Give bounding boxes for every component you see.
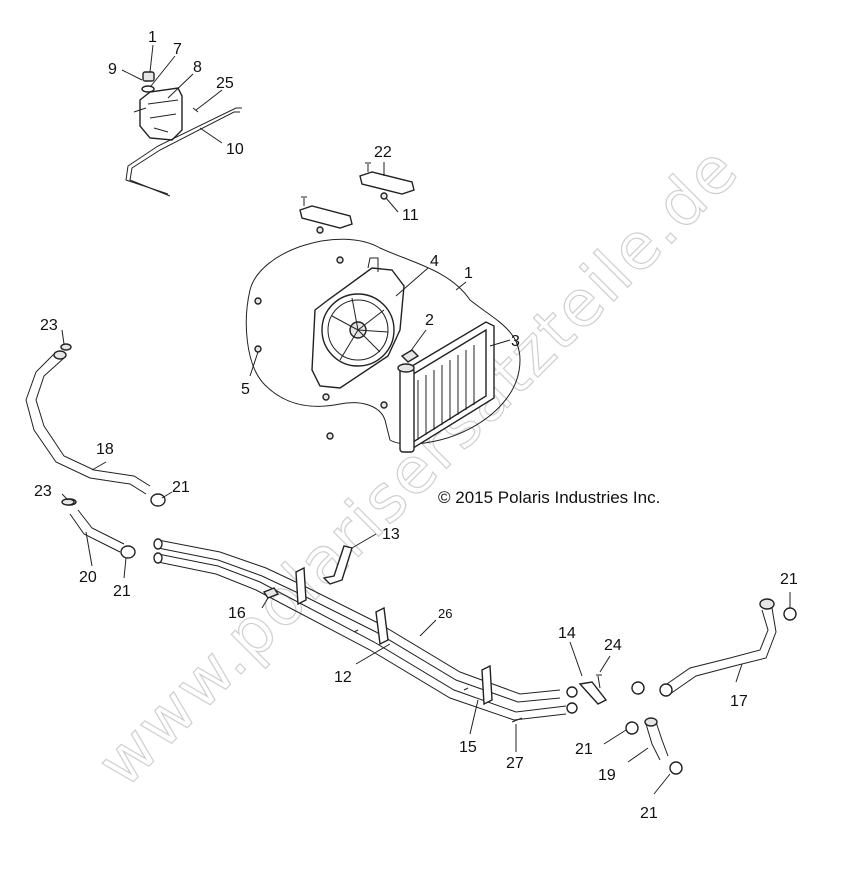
clamp-23-lower bbox=[61, 498, 75, 506]
callout-23-lower: 23 bbox=[34, 483, 52, 500]
screw-25 bbox=[192, 103, 205, 113]
upper-bracket-22 bbox=[359, 162, 415, 200]
callout-5: 5 bbox=[241, 381, 250, 398]
callout-6: 1 bbox=[148, 29, 157, 46]
callout-1: 1 bbox=[464, 265, 473, 282]
callout-20: 20 bbox=[79, 569, 97, 586]
coolant-tubes bbox=[153, 538, 578, 721]
hose-20 bbox=[63, 498, 136, 559]
clamp-21-hose17-start bbox=[631, 681, 645, 695]
screw-27 bbox=[511, 717, 523, 723]
screw-24 bbox=[596, 674, 602, 689]
callout-13: 13 bbox=[382, 526, 400, 543]
callout-3: 3 bbox=[511, 333, 520, 350]
overflow-hose bbox=[125, 107, 242, 197]
clamp-21-hose17-end bbox=[783, 607, 797, 621]
callout-12: 12 bbox=[334, 669, 352, 686]
callout-21-left-upper: 21 bbox=[172, 479, 190, 496]
callout-10: 10 bbox=[226, 141, 244, 158]
callout-9: 9 bbox=[108, 61, 117, 78]
callout-21-right-top: 21 bbox=[780, 571, 798, 588]
clamp-21-hose19-top bbox=[625, 721, 639, 735]
callout-25: 25 bbox=[216, 75, 234, 92]
hose-19 bbox=[644, 717, 669, 761]
callout-16: 16 bbox=[228, 605, 246, 622]
callout-8: 8 bbox=[193, 59, 202, 76]
clamp-16 bbox=[262, 587, 280, 599]
callout-19: 19 bbox=[598, 767, 616, 784]
leader-lines bbox=[61, 44, 791, 795]
callout-24: 24 bbox=[604, 637, 622, 654]
copyright-text: © 2015 Polaris Industries Inc. bbox=[438, 488, 660, 507]
callout-17: 17 bbox=[730, 693, 748, 710]
upper-bracket-left bbox=[299, 196, 353, 234]
watermark-text: www.polarisersatzteile.de bbox=[84, 132, 753, 801]
callout-7: 7 bbox=[173, 41, 182, 58]
callouts: 1 7 8 9 25 10 22 11 4 1 2 3 5 23 18 21 2… bbox=[34, 29, 798, 822]
callout-14: 14 bbox=[558, 625, 576, 642]
fan-assembly bbox=[311, 257, 405, 389]
callout-23-upper: 23 bbox=[40, 317, 58, 334]
hose-18 bbox=[25, 343, 166, 507]
radiator-core bbox=[397, 321, 495, 453]
callout-15: 15 bbox=[459, 739, 477, 756]
callout-21-right-mid: 21 bbox=[575, 741, 593, 758]
hose-17 bbox=[659, 598, 777, 697]
callout-27: 27 bbox=[506, 755, 524, 772]
radiator-assembly-outline bbox=[245, 238, 521, 445]
bracket-14 bbox=[578, 681, 608, 705]
callout-21-left-lower: 21 bbox=[113, 583, 131, 600]
callout-2: 2 bbox=[425, 312, 434, 329]
callout-11: 11 bbox=[402, 207, 419, 224]
callout-22: 22 bbox=[374, 144, 392, 161]
callout-18: 18 bbox=[96, 441, 114, 458]
callout-4: 4 bbox=[430, 253, 439, 270]
callout-21-right-bottom: 21 bbox=[640, 805, 658, 822]
callout-26: 26 bbox=[438, 606, 452, 621]
coolant-reservoir bbox=[133, 71, 183, 141]
clamp-21-hose19-bottom bbox=[669, 761, 683, 775]
